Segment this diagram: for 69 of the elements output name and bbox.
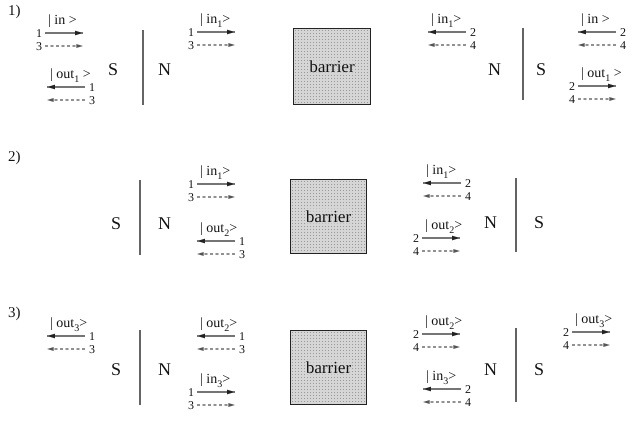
channel-number: 1	[36, 27, 42, 39]
channel-number: 3	[188, 191, 194, 203]
channel-number: 3	[36, 40, 42, 52]
state-label: | out$_{1}$ >	[50, 68, 91, 85]
channel-number: 4	[413, 341, 419, 353]
state-label: | in >	[48, 14, 77, 28]
region-letter: S	[534, 360, 544, 378]
state-label: | in >	[581, 13, 610, 27]
region-letter: N	[158, 60, 171, 78]
channel-number: 2	[569, 80, 575, 92]
region-letter: N	[158, 214, 171, 232]
channel-number: 3	[188, 399, 194, 411]
region-letter: N	[484, 213, 497, 231]
state-label: | in$_{1}$>	[431, 13, 462, 30]
channel-number: 3	[89, 343, 95, 355]
channel-number: 4	[413, 245, 419, 257]
channel-number: 3	[239, 343, 245, 355]
region-letter: S	[108, 60, 118, 78]
state-label: | in$_{1}$>	[200, 165, 230, 182]
region-letter: N	[484, 360, 497, 378]
state-label: | out$_{2}$>	[200, 317, 238, 334]
channel-number: 1	[89, 330, 95, 342]
barrier-box	[293, 28, 371, 105]
channel-number: 4	[470, 39, 476, 51]
state-label: | in$_{3}$>	[426, 370, 456, 387]
channel-number: 4	[620, 39, 626, 51]
row-number: 3)	[8, 306, 20, 321]
barrier-label: barrier	[306, 208, 352, 225]
channel-number: 1	[239, 330, 245, 342]
channel-number: 2	[470, 26, 476, 38]
row-number: 2)	[8, 150, 20, 165]
barrier-label: barrier	[306, 359, 352, 376]
region-letter: S	[536, 60, 546, 78]
channel-number: 2	[465, 177, 471, 189]
row-number: 1)	[8, 4, 20, 19]
channel-number: 1	[188, 26, 194, 38]
state-label: | in$_{3}$>	[200, 373, 230, 390]
state-label: | out$_{3}$>	[575, 313, 612, 330]
barrier-label: barrier	[309, 58, 355, 75]
channel-number: 2	[413, 328, 419, 340]
region-letter: N	[158, 360, 171, 378]
channel-number: 3	[89, 94, 95, 106]
channel-number: 4	[465, 396, 471, 408]
channel-number: 4	[569, 93, 575, 105]
channel-number: 4	[465, 190, 471, 202]
channel-number: 3	[239, 248, 245, 260]
channel-number: 3	[188, 39, 194, 51]
region-letter: S	[534, 213, 544, 231]
state-label: | out$_{2}$>	[425, 219, 462, 236]
state-label: | out$_{1}$ >	[581, 67, 622, 84]
channel-number: 2	[413, 232, 419, 244]
region-letter: S	[111, 360, 122, 378]
channel-number: 2	[563, 326, 569, 338]
state-label: | in$_{1}$>	[200, 13, 230, 30]
state-label: | out$_{2}$>	[200, 222, 238, 239]
region-letter: S	[111, 214, 122, 232]
channel-number: 2	[465, 383, 471, 395]
state-label: | out$_{2}$>	[425, 315, 462, 332]
channel-number: 4	[563, 339, 569, 351]
state-label: | in$_{1}$>	[426, 164, 456, 181]
channel-number: 1	[239, 235, 245, 247]
channel-number: 2	[620, 26, 626, 38]
region-letter: N	[488, 60, 501, 78]
state-label: | out$_{3}$>	[50, 317, 88, 334]
barrier-box	[290, 330, 367, 405]
channel-number: 1	[188, 386, 194, 398]
channel-number: 1	[188, 178, 194, 190]
barrier-box	[290, 179, 367, 254]
channel-number: 1	[89, 81, 95, 93]
